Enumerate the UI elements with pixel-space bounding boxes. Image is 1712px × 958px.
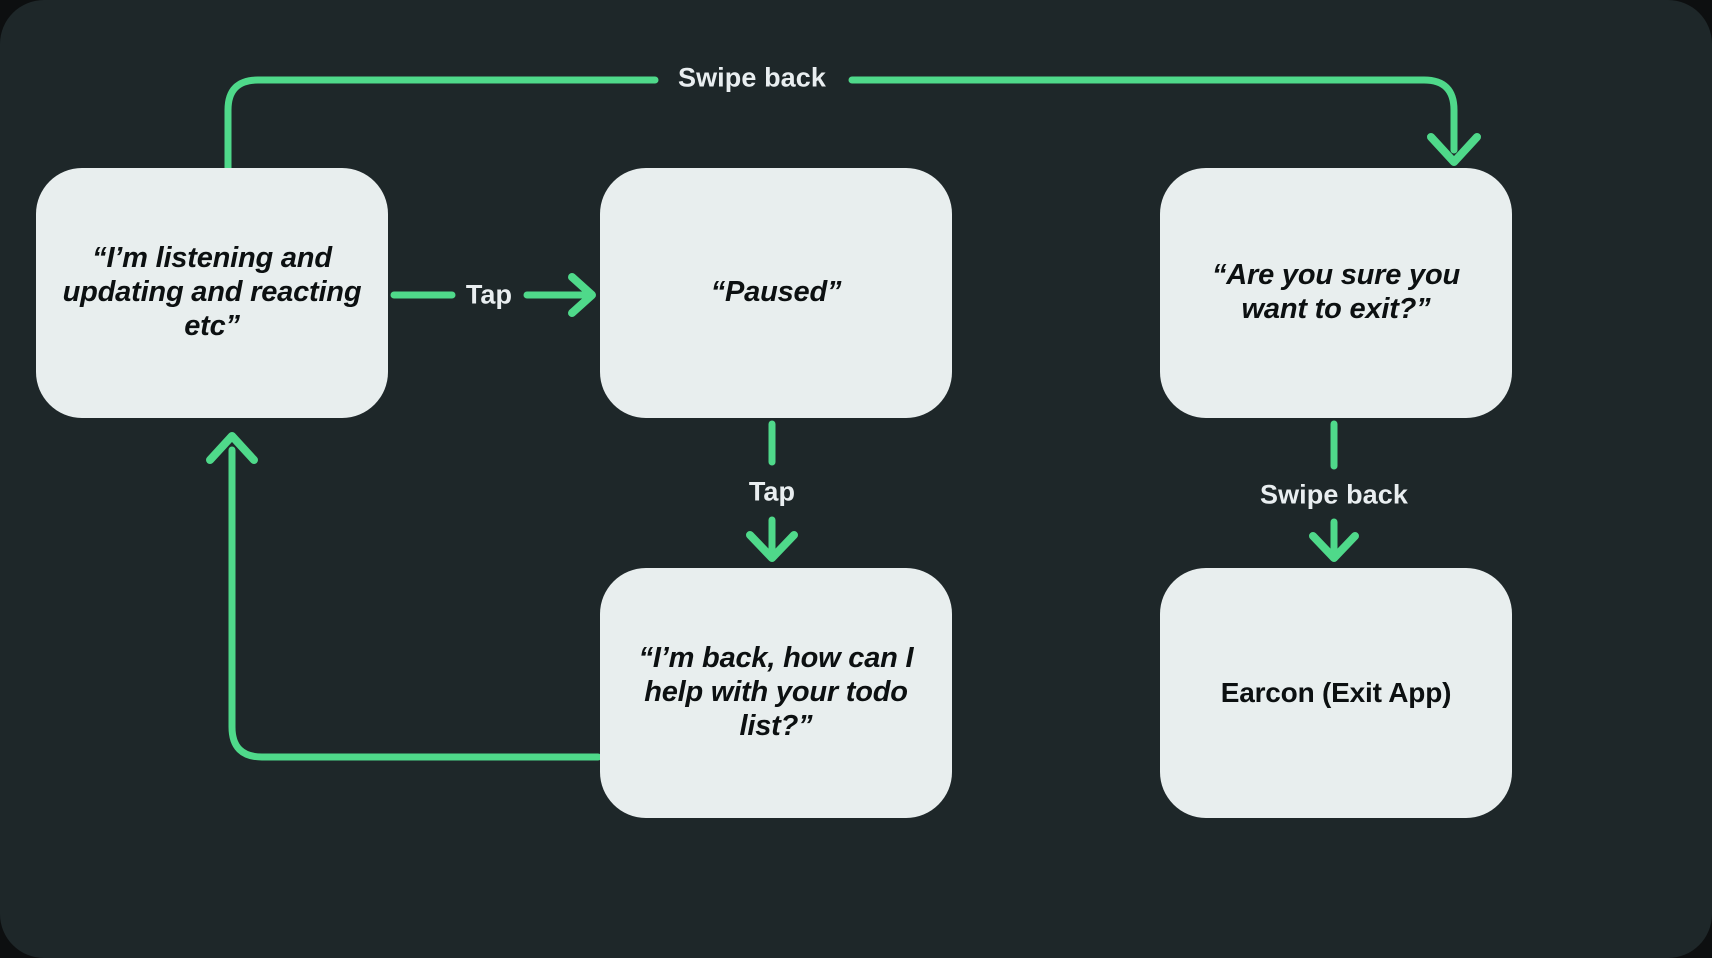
edge-label-swipe-back-confirm-to-earcon: Swipe back — [1259, 479, 1409, 510]
node-back-label: “I’m back, how can I help with your todo… — [638, 642, 914, 742]
node-earcon[interactable]: Earcon (Exit App) — [1160, 568, 1512, 818]
node-listening-label: “I’m listening and updating and reacting… — [62, 242, 362, 342]
node-paused[interactable]: “Paused” — [600, 168, 952, 418]
edge-label-tap-paused-to-back: Tap — [748, 476, 796, 507]
node-paused-label: “Paused” — [710, 276, 842, 309]
edge-label-tap-listening-to-paused: Tap — [465, 279, 513, 310]
edge-back-to-listening — [206, 432, 602, 761]
node-earcon-label: Earcon (Exit App) — [1220, 676, 1452, 708]
edge-label-swipe-back-top: Swipe back — [677, 62, 827, 93]
node-confirm[interactable]: “Are you sure you want to exit?” — [1160, 168, 1512, 418]
node-confirm-label: “Are you sure you want to exit?” — [1212, 259, 1460, 325]
node-listening[interactable]: “I’m listening and updating and reacting… — [36, 168, 388, 418]
node-back[interactable]: “I’m back, how can I help with your todo… — [600, 568, 952, 818]
edge-listening-to-confirm — [224, 76, 1481, 172]
